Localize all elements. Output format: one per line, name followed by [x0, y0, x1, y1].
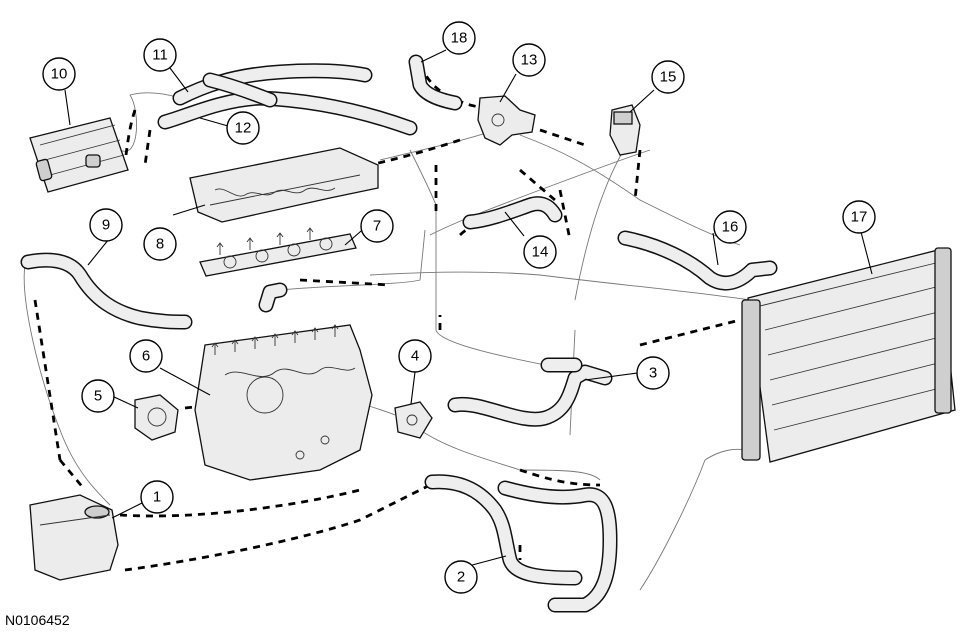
callout-1-number: 1 — [153, 489, 161, 506]
callout-6-number: 6 — [142, 348, 150, 365]
callout-15: 15 — [651, 60, 685, 94]
callout-2-number: 2 — [457, 569, 465, 586]
heater-hoses — [157, 63, 418, 136]
callout-18: 18 — [442, 21, 476, 55]
callout-9: 9 — [89, 208, 123, 242]
callout-3: 3 — [636, 356, 670, 390]
lower-hose — [447, 357, 613, 427]
callout-3-number: 3 — [649, 365, 657, 382]
callout-4: 4 — [398, 339, 432, 373]
engine-block — [194, 324, 373, 481]
callout-7: 7 — [360, 209, 394, 243]
callout-5-number: 5 — [94, 388, 102, 405]
callout-13-number: 13 — [521, 52, 538, 69]
callout-8-number: 8 — [156, 236, 164, 253]
coolant-outlet — [394, 401, 433, 439]
bypass-hose — [408, 54, 463, 111]
thermostat-housing — [477, 95, 536, 146]
callout-16: 16 — [713, 210, 747, 244]
up-arrows — [211, 227, 339, 355]
elbow-fitting — [258, 282, 288, 313]
callout-12: 12 — [226, 111, 260, 145]
callout-6: 6 — [129, 339, 163, 373]
callout-11: 11 — [143, 38, 177, 72]
callout-7-number: 7 — [373, 218, 381, 235]
callout-14-number: 14 — [532, 244, 549, 261]
callout-18-number: 18 — [451, 30, 468, 47]
coolant-valve — [609, 104, 641, 156]
callout-8: 8 — [143, 227, 177, 261]
radiator-hose-lower — [424, 474, 618, 613]
callout-14: 14 — [523, 235, 557, 269]
head-gasket — [199, 233, 357, 277]
callout-1: 1 — [140, 480, 174, 514]
radiator-hose-upper — [617, 230, 778, 291]
callout-2: 2 — [444, 560, 478, 594]
callout-12-number: 12 — [235, 120, 252, 137]
callout-17-number: 17 — [851, 209, 868, 226]
callout-11-number: 11 — [152, 47, 168, 64]
callout-5: 5 — [81, 379, 115, 413]
heater-core — [29, 117, 129, 193]
water-pump — [134, 394, 179, 441]
callout-10: 10 — [42, 57, 76, 91]
callout-15-number: 15 — [660, 69, 677, 86]
hose-14 — [462, 196, 563, 230]
expansion-tank — [29, 494, 119, 581]
callout-10-number: 10 — [51, 66, 68, 83]
callout-13: 13 — [512, 43, 546, 77]
cylinder-head — [189, 147, 379, 223]
metal-tube — [20, 252, 193, 330]
callout-16-number: 16 — [722, 219, 739, 236]
callout-17: 17 — [842, 200, 876, 234]
callout-4-number: 4 — [411, 348, 419, 365]
radiator — [741, 247, 956, 463]
callout-9-number: 9 — [102, 217, 110, 234]
figure-id-label: N0106452 — [5, 612, 70, 628]
